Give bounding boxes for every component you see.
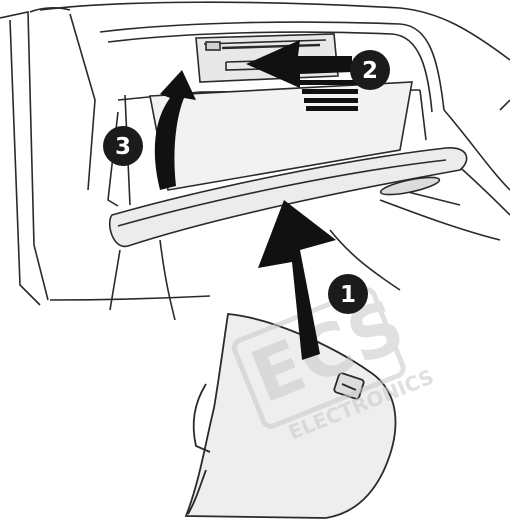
step-badge-3: 3 (103, 126, 143, 166)
step-badge-1: 1 (328, 274, 368, 314)
step-1-number: 1 (340, 282, 356, 308)
step-badge-2: 2 (350, 50, 390, 90)
step-3-number: 3 (115, 134, 131, 160)
step-2-number: 2 (362, 58, 378, 84)
